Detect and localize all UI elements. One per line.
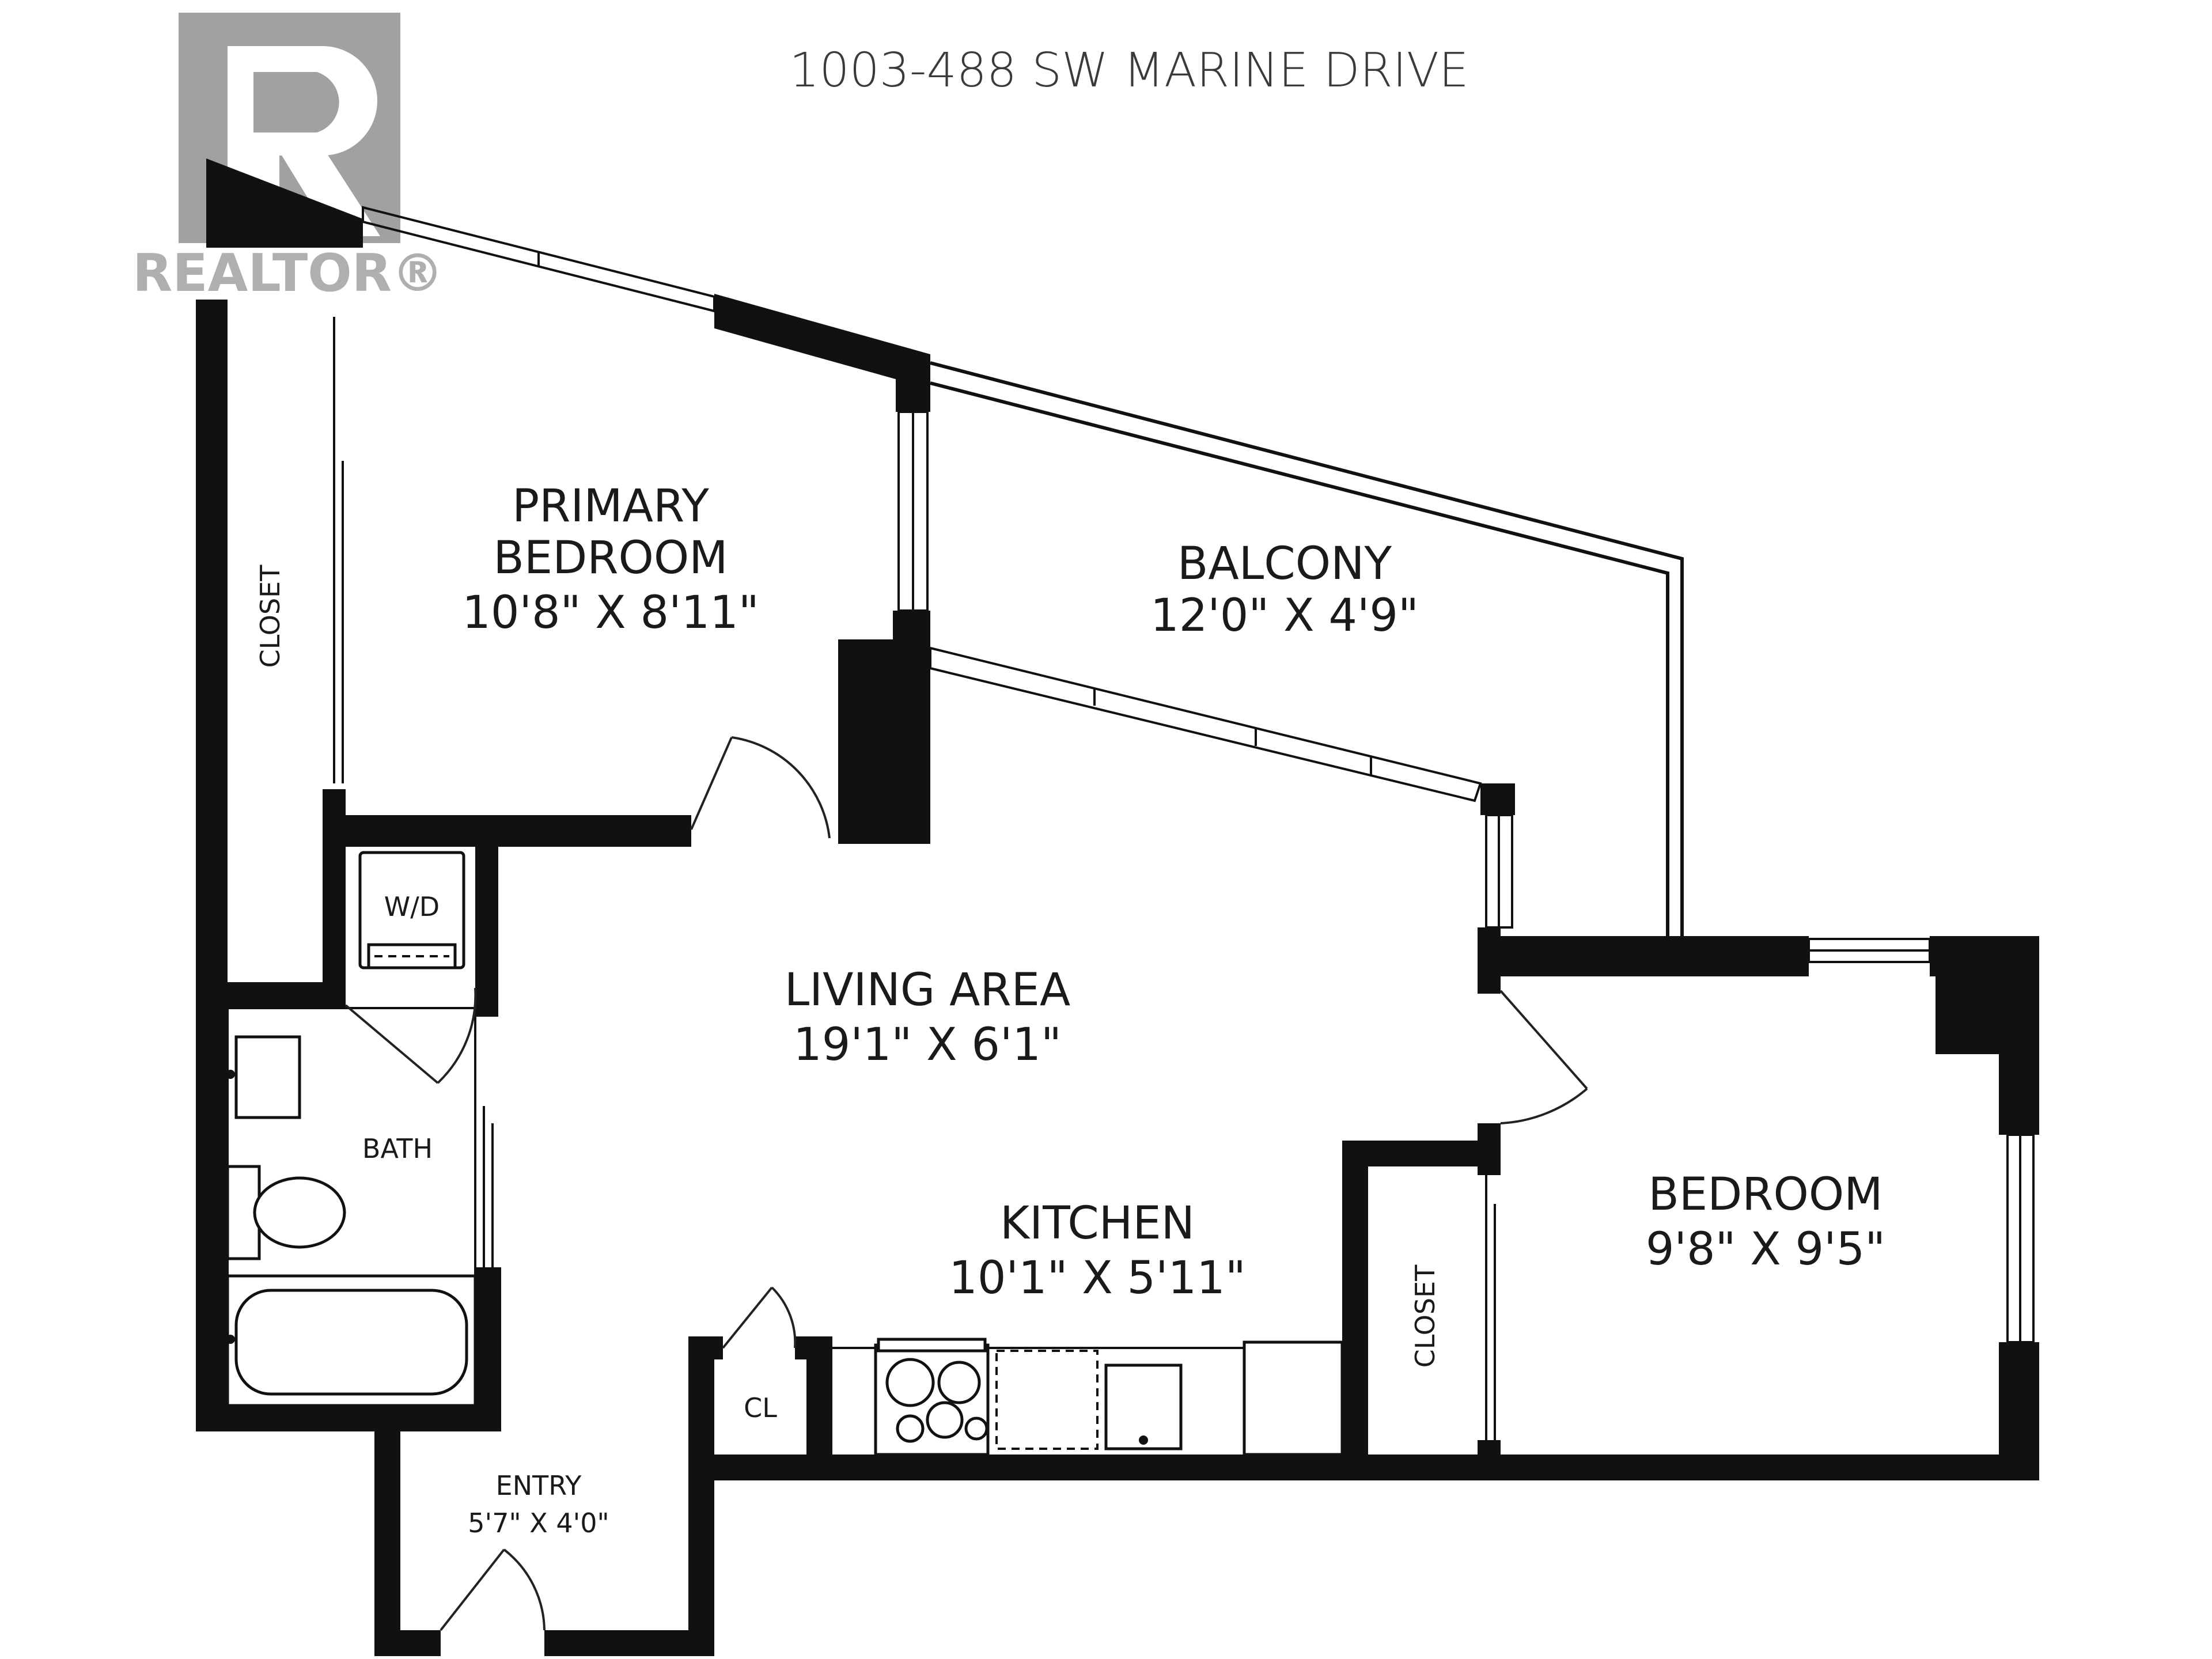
wall-wd-west <box>323 789 346 1008</box>
wall-closet-south <box>196 982 346 1008</box>
door-primary-bedroom <box>690 736 831 839</box>
label-primary-bedroom-line2: BEDROOM <box>493 532 728 584</box>
wall-entry-west <box>374 1429 400 1647</box>
door-cl <box>722 1286 797 1349</box>
wall-pillar-upper <box>896 354 930 412</box>
wall-bedroom-north <box>1478 936 1809 976</box>
label-closet-right: CLOSET <box>1410 1264 1441 1368</box>
page-title: 1003-488 SW MARINE DRIVE <box>789 43 1468 98</box>
wall-closet-right-north <box>1342 1141 1501 1166</box>
wall-bedroom-corner <box>1936 936 2039 1135</box>
label-balcony: BALCONY <box>1177 538 1392 590</box>
wall-cl-top <box>688 1336 723 1359</box>
wall-entry-east <box>688 1336 714 1656</box>
realtor-logo: REALTOR® <box>132 13 444 304</box>
realtor-wordmark: REALTOR® <box>132 243 444 304</box>
wall-entry-south-left <box>374 1630 441 1656</box>
fridge <box>1243 1340 1344 1456</box>
balcony-railing <box>930 361 1684 936</box>
label-kitchen-size: 10'1" X 5'11" <box>949 1252 1245 1304</box>
wall-primary-bedroom-north <box>714 294 930 389</box>
wall-closet-right-west <box>1342 1141 1368 1480</box>
label-balcony-size: 12'0" X 4'9" <box>1150 590 1419 642</box>
wall-bath-south <box>196 1406 501 1431</box>
label-primary-bedroom-size: 10'8" X 8'11" <box>462 587 759 639</box>
kitchen-sink <box>1104 1363 1183 1450</box>
wall-west <box>196 300 228 1429</box>
door-bedroom <box>1499 990 1588 1124</box>
wall-primary-bedroom-south <box>323 815 691 847</box>
wall-corner-northwest <box>206 158 363 248</box>
label-primary-bedroom-line1: PRIMARY <box>512 480 709 532</box>
label-entry: ENTRY <box>496 1470 582 1501</box>
label-bedroom: BEDROOM <box>1648 1169 1883 1221</box>
toilet <box>226 1165 346 1260</box>
dishwasher <box>995 1350 1099 1450</box>
label-cl: CL <box>744 1392 777 1423</box>
stove <box>874 1338 990 1456</box>
label-wd: W/D <box>384 891 440 922</box>
wall-east-lower <box>1999 1342 2039 1480</box>
wall-bedroom-west-upper <box>1478 927 1501 994</box>
label-living-area-size: 19'1" X 6'1" <box>793 1019 1062 1071</box>
wall-closet-right-south-jamb <box>1478 1440 1501 1463</box>
wall-bedroom-door-jamb <box>1478 1123 1501 1175</box>
window-primary-bedroom <box>362 206 715 313</box>
wall-entry-south-right <box>544 1630 711 1656</box>
wall-pillar-lower <box>838 639 930 844</box>
label-living-area: LIVING AREA <box>785 964 1071 1016</box>
wall-living-east-upper <box>1480 783 1515 815</box>
washer-dryer <box>358 851 465 969</box>
wall-cl-top-right <box>795 1336 832 1359</box>
label-bedroom-size: 9'8" X 9'5" <box>1646 1224 1885 1275</box>
door-wd <box>344 987 477 1084</box>
bathtub <box>226 1274 477 1407</box>
wall-bath-east <box>475 1267 501 1429</box>
wall-wd-east <box>475 838 498 1017</box>
window-living-area <box>929 646 1482 802</box>
label-kitchen: KITCHEN <box>1000 1198 1195 1249</box>
bath-sink <box>226 1035 301 1119</box>
label-bath: BATH <box>362 1133 433 1164</box>
door-entry <box>440 1548 546 1631</box>
label-entry-size: 5'7" X 4'0" <box>468 1508 609 1539</box>
label-closet-left: CLOSET <box>255 565 286 668</box>
